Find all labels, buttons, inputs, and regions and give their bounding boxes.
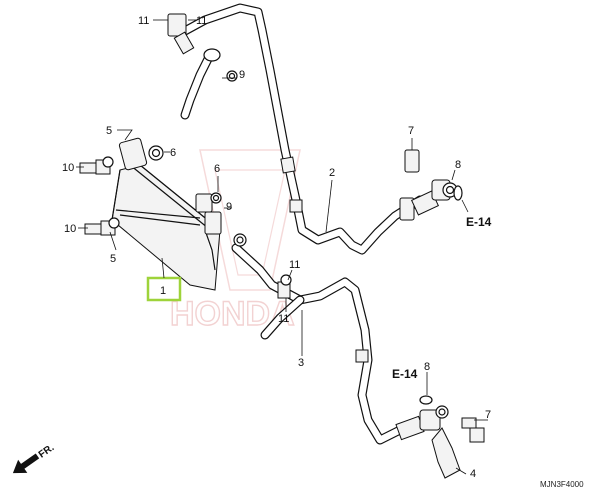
front-arrow-icon [12, 453, 40, 474]
upper-fitting [167, 13, 238, 82]
callout-3: 3 [298, 357, 304, 369]
cooler-fittings [118, 137, 247, 247]
callout-11: 11 [138, 15, 149, 27]
hose-lower [231, 243, 405, 445]
callout-9: 9 [239, 69, 245, 81]
callout-1: 1 [160, 285, 166, 297]
right-upper-fitting [399, 149, 463, 221]
callout-5: 5 [110, 253, 116, 265]
callout-5: 5 [106, 125, 112, 137]
callout-6: 6 [170, 147, 176, 159]
oil-cooler [111, 164, 221, 291]
callout-10: 10 [62, 162, 74, 174]
callout-9: 9 [226, 201, 232, 213]
reference-e14-lower[interactable]: E-14 [392, 367, 418, 381]
callout-2: 2 [329, 167, 335, 179]
callout-11: 11 [289, 259, 300, 271]
callout-11: 11 [196, 15, 207, 27]
hose-upper [178, 3, 425, 255]
bolt-11-lower [277, 274, 292, 299]
callout-8: 8 [455, 159, 461, 171]
bolt-10-upper [79, 156, 114, 175]
callout-11: 11 [278, 313, 289, 325]
callout-7: 7 [408, 125, 414, 137]
right-lower-fitting [395, 395, 485, 479]
front-direction-indicator: FR. [12, 442, 57, 474]
bolt-10-lower [84, 217, 120, 236]
leader-lines [76, 19, 488, 475]
callouts: 11 11 9 5 6 10 6 9 10 5 2 7 8 11 11 3 8 … [62, 15, 491, 480]
callout-6: 6 [214, 163, 220, 175]
callout-10: 10 [64, 223, 76, 235]
callout-4: 4 [470, 468, 476, 480]
front-label: FR. [37, 442, 57, 460]
reference-e14-upper[interactable]: E-14 [466, 215, 492, 229]
callout-1-highlight[interactable]: 1 [146, 257, 182, 302]
callout-7: 7 [485, 409, 491, 421]
diagram-code: MJN3F4000 [540, 480, 584, 489]
callout-8: 8 [424, 361, 430, 373]
